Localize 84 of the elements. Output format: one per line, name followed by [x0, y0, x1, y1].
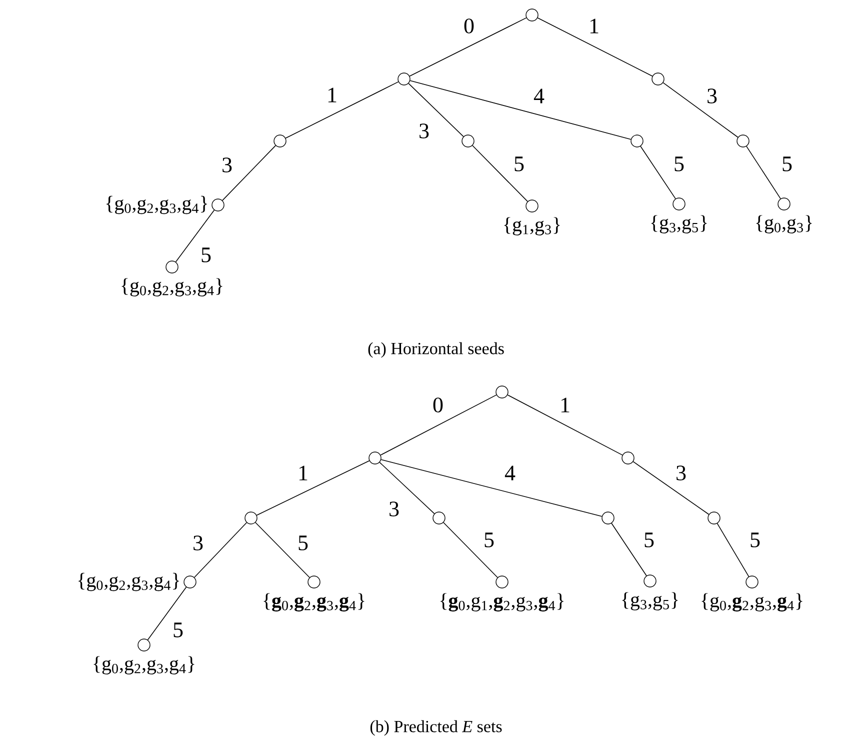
- tree-edge: [716, 523, 750, 577]
- edge-label: 3: [706, 88, 718, 104]
- tree-edge: [662, 82, 738, 138]
- tree-edge: [472, 145, 528, 202]
- tree-edge: [380, 394, 497, 456]
- tree-node: [432, 512, 446, 524]
- tree-node: [602, 512, 614, 524]
- tree-edge: [746, 146, 781, 200]
- tree-node: [398, 72, 410, 86]
- edge-label: 5: [642, 532, 656, 548]
- edge-label: 3: [418, 122, 430, 140]
- tree-edge: [147, 586, 187, 640]
- edge-label: 5: [748, 532, 762, 548]
- tree-edge: [410, 80, 632, 140]
- tree-node: [672, 198, 686, 210]
- tree-node: [274, 134, 286, 148]
- tree-node: [212, 198, 224, 212]
- tree-node: [496, 576, 508, 588]
- tree-edge: [380, 459, 602, 517]
- tree-node: [708, 512, 720, 524]
- set-label: {g$_{0}$,g$_{2}$,g$_{3}$,g$_{4}$}: [702, 593, 802, 612]
- edge-label: 5: [482, 532, 496, 548]
- tree-edge: [507, 394, 623, 456]
- edge-label: 4: [504, 464, 516, 482]
- edge-label: 1: [588, 18, 600, 34]
- tree-node: [622, 452, 634, 464]
- tree-node: [138, 638, 150, 652]
- edge-label: 1: [558, 396, 572, 414]
- edge-label: 5: [296, 534, 310, 552]
- tree-node: [746, 576, 758, 588]
- edge-label: 0: [462, 18, 476, 34]
- tree-node: [630, 134, 644, 148]
- tree-edge: [611, 522, 647, 576]
- set-label: {g$_{3}$,g$_{5}$}: [651, 215, 707, 234]
- tree-edge: [408, 83, 464, 137]
- set-label: {g$_{0}$,g$_{2}$,g$_{3}$,g$_{4}$}: [122, 278, 222, 296]
- edge-label: 1: [326, 86, 338, 104]
- tree-node: [368, 452, 382, 464]
- tree-node: [244, 512, 258, 524]
- tree-node: [184, 576, 196, 588]
- set-label: {g$_{0}$,g$_{2}$,g$_{3}$,g$_{4}$}: [264, 593, 364, 612]
- edge-label: 0: [432, 396, 444, 414]
- set-label: {g$_{0}$,g$_{2}$,g$_{3}$,g$_{4}$}: [78, 572, 179, 592]
- edge-label: 1: [296, 464, 310, 482]
- edge-label: 5: [780, 156, 794, 172]
- tree-edge: [285, 81, 399, 139]
- set-label: {g$_{3}$,g$_{5}$}: [622, 592, 678, 610]
- tree-node: [652, 72, 664, 86]
- tree-edge: [409, 17, 527, 77]
- set-label: {g$_{0}$,g$_{2}$,g$_{3}$,g$_{4}$}: [106, 196, 207, 214]
- set-label: {g$_{0}$,g$_{2}$,g$_{3}$,g$_{4}$}: [94, 656, 194, 674]
- tree-node: [526, 200, 538, 212]
- edge-label: 5: [512, 156, 526, 172]
- edge-label: 3: [192, 534, 204, 552]
- tree-node: [496, 386, 508, 398]
- tree-edge: [222, 145, 276, 201]
- edge-label: 4: [532, 88, 546, 104]
- set-label: {g$_{1}$,g$_{3}$}: [504, 217, 560, 236]
- tree-edge: [194, 522, 248, 578]
- set-label: {g$_{0}$,g$_{3}$}: [756, 215, 812, 234]
- edge-label: 5: [672, 156, 686, 172]
- set-label: {g$_{0}$,g$_{1}$,g$_{2}$,g$_{3}$,g$_{4}$}: [440, 593, 564, 612]
- edge-label: 3: [674, 464, 688, 482]
- edge-label: 3: [388, 500, 400, 518]
- tree-node: [644, 574, 656, 588]
- tree-edge: [640, 146, 676, 200]
- edge-label: 5: [200, 246, 212, 264]
- edge-label: 5: [172, 622, 184, 638]
- edge-label: 3: [220, 156, 234, 174]
- tree-edge: [443, 522, 498, 578]
- tree-node: [166, 260, 178, 274]
- tree-edge: [632, 461, 710, 515]
- tree-node: [778, 198, 790, 210]
- caption: (b) Predicted E sets: [370, 720, 502, 736]
- tree-node: [462, 134, 474, 148]
- tree-edge: [175, 210, 215, 262]
- tree-edge: [537, 17, 653, 77]
- tree-node: [526, 8, 538, 22]
- tree-edge: [379, 462, 435, 514]
- tree-edge: [256, 460, 370, 516]
- tree-node: [308, 576, 320, 588]
- caption: (a) Horizontal seeds: [368, 342, 504, 358]
- tree-node: [736, 134, 750, 148]
- tree-edge: [255, 522, 310, 578]
